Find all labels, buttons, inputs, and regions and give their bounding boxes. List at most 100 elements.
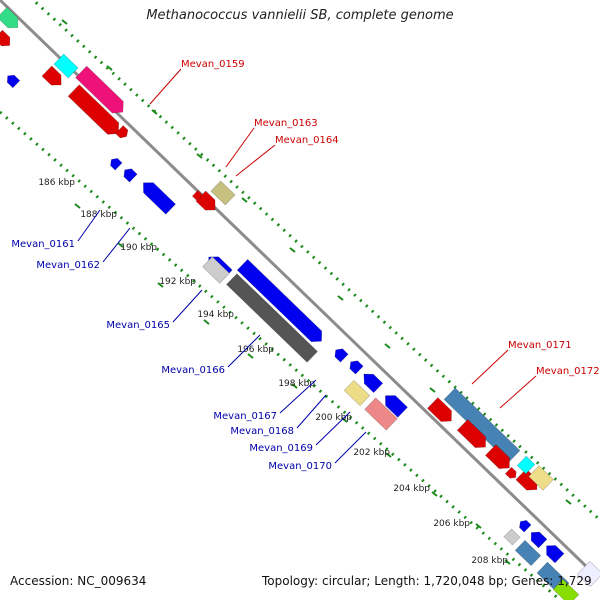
gene-label-mevan_0166: Mevan_0166: [161, 365, 225, 376]
gene-feature-13: [191, 189, 202, 201]
major-tick-8: [429, 387, 436, 393]
gene-feature-19: [349, 360, 364, 375]
kbp-label-206-kbp: 206 kbp: [433, 519, 470, 529]
gene-feature-29: [504, 466, 517, 479]
topology-summary: Topology: circular; Length: 1,720,048 bp…: [262, 574, 592, 588]
gene-label-mevan_0169: Mevan_0169: [249, 443, 313, 454]
gene-feature-33: [530, 531, 548, 549]
gene-label-mevan_0165: Mevan_0165: [106, 320, 170, 331]
gene-label-mevan_0170: Mevan_0170: [268, 461, 332, 472]
gene-feature-36: [514, 539, 542, 567]
major-tick-5: [289, 247, 296, 253]
gene-label-mevan_0159: Mevan_0159: [181, 59, 245, 70]
gene-feature-23: [364, 397, 398, 431]
leader-mevan_0168: [296, 394, 327, 429]
inner-tick-1: [117, 242, 124, 248]
leader-mevan_0163: [225, 127, 255, 168]
leader-mevan_0165: [172, 289, 203, 323]
kbp-label-196-kbp: 196 kbp: [237, 345, 274, 355]
gene-feature-26: [456, 419, 486, 448]
major-tick-11: [565, 499, 572, 505]
major-tick-2: [151, 109, 158, 115]
gene-feature-5: [67, 84, 120, 135]
gene-feature-31: [528, 465, 554, 491]
gene-feature-0: [0, 6, 19, 29]
gene-feature-22: [343, 379, 371, 407]
gene-feature-3: [75, 65, 124, 114]
major-tick-3: [196, 153, 203, 159]
gene-feature-10: [143, 182, 176, 215]
inner-tick-2: [157, 282, 164, 288]
leader-mevan_0166: [227, 334, 261, 368]
inner-tick-8: [431, 491, 438, 497]
gene-feature-18: [334, 348, 349, 363]
gene-label-mevan_0167: Mevan_0167: [213, 411, 277, 422]
gene-feature-35: [503, 528, 521, 546]
gene-feature-1: [0, 29, 11, 47]
major-tick-1: [106, 65, 113, 71]
gene-feature-21: [385, 395, 408, 418]
inner-tick-5: [291, 383, 298, 389]
gene-feature-32: [519, 520, 532, 533]
leader-mevan_0169: [315, 411, 351, 446]
gene-feature-9: [123, 168, 138, 183]
leader-mevan_0167: [279, 379, 317, 414]
gene-feature-24: [443, 387, 521, 463]
gene-feature-34: [546, 545, 565, 564]
gene-feature-6: [115, 125, 129, 139]
leader-mevan_0170: [334, 431, 367, 464]
inner-tick-3: [203, 319, 210, 325]
leader-mevan_0164: [235, 144, 276, 177]
major-tick-0: [61, 19, 68, 25]
gene-label-mevan_0172: Mevan_0172: [536, 366, 600, 377]
leader-mevan_0171: [471, 349, 509, 385]
inner-tick-10: [504, 559, 511, 565]
gene-label-mevan_0171: Mevan_0171: [508, 340, 572, 351]
kbp-label-202-kbp: 202 kbp: [353, 448, 390, 458]
leader-mevan_0162: [102, 227, 131, 263]
major-tick-7: [384, 343, 391, 349]
gene-feature-20: [363, 373, 384, 394]
gene-feature-7: [6, 74, 21, 89]
gene-feature-39: [576, 560, 600, 588]
major-tick-6: [337, 295, 344, 301]
gene-label-mevan_0162: Mevan_0162: [36, 260, 100, 271]
tick-guide-outer: [31, 0, 600, 522]
leader-mevan_0161: [77, 209, 101, 242]
kbp-label-204-kbp: 204 kbp: [393, 484, 430, 494]
gene-feature-11: [210, 180, 236, 206]
major-tick-4: [241, 197, 248, 203]
gene-feature-30: [516, 455, 536, 475]
map-title: Methanococcus vannielii SB, complete gen…: [146, 8, 454, 23]
inner-tick-9: [475, 523, 482, 529]
gene-feature-2: [53, 53, 79, 79]
inner-tick-0: [74, 203, 81, 209]
gene-feature-16: [236, 258, 323, 343]
kbp-label-208-kbp: 208 kbp: [471, 556, 508, 566]
inner-tick-4: [247, 353, 254, 359]
gene-feature-4: [41, 65, 62, 86]
gene-feature-38: [552, 578, 580, 600]
inner-tick-7: [385, 452, 392, 458]
kbp-label-198-kbp: 198 kbp: [278, 379, 315, 389]
kbp-label-186-kbp: 186 kbp: [38, 178, 75, 188]
leader-mevan_0172: [499, 375, 537, 409]
gene-feature-15: [202, 256, 230, 284]
kbp-label-190-kbp: 190 kbp: [120, 243, 157, 253]
gene-feature-27: [485, 444, 510, 469]
tick-guide-inner: [0, 110, 561, 600]
leader-mevan_0159: [149, 68, 182, 105]
gene-feature-8: [110, 158, 123, 171]
kbp-label-188-kbp: 188 kbp: [80, 210, 117, 220]
kbp-label-194-kbp: 194 kbp: [197, 310, 234, 320]
gene-label-mevan_0163: Mevan_0163: [254, 118, 318, 129]
gene-label-mevan_0168: Mevan_0168: [230, 426, 294, 437]
gene-label-mevan_0161: Mevan_0161: [11, 239, 75, 250]
gene-feature-25: [427, 397, 452, 422]
kbp-label-192-kbp: 192 kbp: [159, 277, 196, 287]
gene-label-mevan_0164: Mevan_0164: [275, 135, 339, 146]
kbp-label-200-kbp: 200 kbp: [315, 413, 352, 423]
gene-feature-17: [226, 273, 318, 363]
